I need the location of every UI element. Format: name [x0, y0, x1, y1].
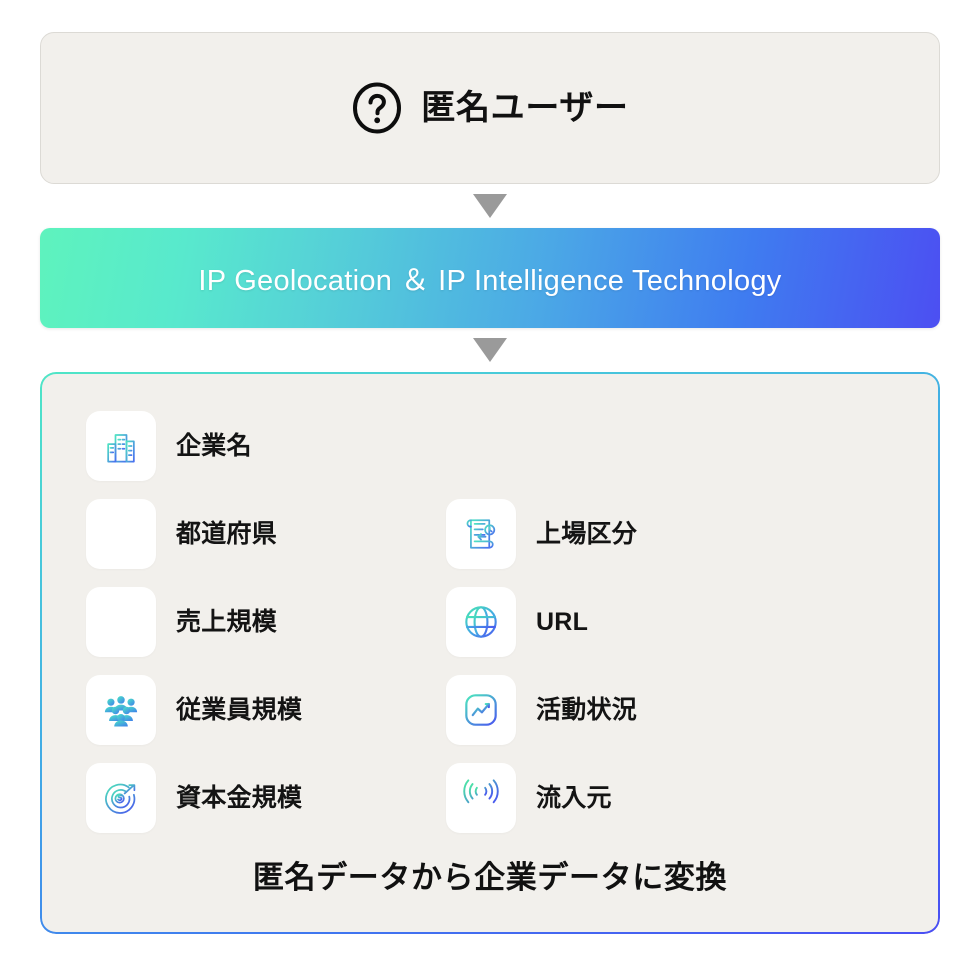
globe-icon: [465, 606, 497, 638]
attribute-label: 資本金規模: [176, 783, 303, 812]
attribute-item-traffic-source: 流入元: [446, 754, 894, 842]
office-building-icon: [103, 429, 139, 463]
attribute-item-url: URL: [446, 578, 894, 666]
anonymous-user-card: 匿名ユーザー: [40, 32, 940, 184]
icon-tile: [86, 411, 156, 481]
icon-tile-blank: [86, 587, 156, 657]
technology-banner-label: IP Geolocation ＆ IP Intelligence Technol…: [198, 265, 782, 297]
attribute-item-company-name: 企業名: [86, 402, 446, 490]
attribute-item-capital-scale: 資本金規模: [86, 754, 446, 842]
icon-tile: [86, 675, 156, 745]
attribute-label: 都道府県: [176, 519, 278, 548]
attribute-item-listing-class: 上場区分: [446, 490, 894, 578]
connector-arrow-top: [40, 184, 940, 228]
attribute-label: 上場区分: [536, 519, 638, 548]
icon-tile-blank: [86, 499, 156, 569]
attribute-label: URL: [536, 607, 589, 636]
icon-tile: [446, 763, 516, 833]
technology-banner: IP Geolocation ＆ IP Intelligence Technol…: [40, 228, 940, 328]
trend-chart-icon: [465, 694, 497, 726]
anonymous-user-label: 匿名ユーザー: [421, 89, 629, 127]
icon-tile: [446, 675, 516, 745]
icon-tile: [446, 587, 516, 657]
document-scroll-icon: [466, 519, 496, 549]
attribute-item-prefecture: 都道府県: [86, 490, 446, 578]
panel-caption: 匿名データから企業データに変換: [252, 860, 728, 895]
attribute-label: 活動状況: [536, 695, 638, 724]
down-triangle-arrow-icon: [473, 338, 507, 362]
connector-arrow-bottom: [40, 328, 940, 372]
attribute-label: 流入元: [536, 783, 612, 812]
attribute-label: 企業名: [176, 431, 252, 460]
signal-antenna-icon: [463, 779, 499, 814]
icon-tile: [86, 763, 156, 833]
people-group-icon: [104, 696, 138, 727]
attribute-label: 売上規模: [176, 607, 278, 636]
attribute-item-employee-scale: 従業員規模: [86, 666, 446, 754]
anonymous-user-content: 匿名ユーザー: [351, 82, 628, 134]
icon-tile: [446, 499, 516, 569]
down-triangle-arrow-icon: [473, 194, 507, 218]
coin-target-icon: [105, 783, 136, 814]
question-circle-icon: [353, 82, 402, 134]
attribute-item-activity-status: 活動状況: [446, 666, 894, 754]
attribute-label: 従業員規模: [176, 695, 303, 724]
attribute-item-revenue-scale: 売上規模: [86, 578, 446, 666]
company-data-panel: 企業名 都道府県: [40, 372, 940, 934]
attribute-grid: 企業名 都道府県: [86, 402, 894, 842]
